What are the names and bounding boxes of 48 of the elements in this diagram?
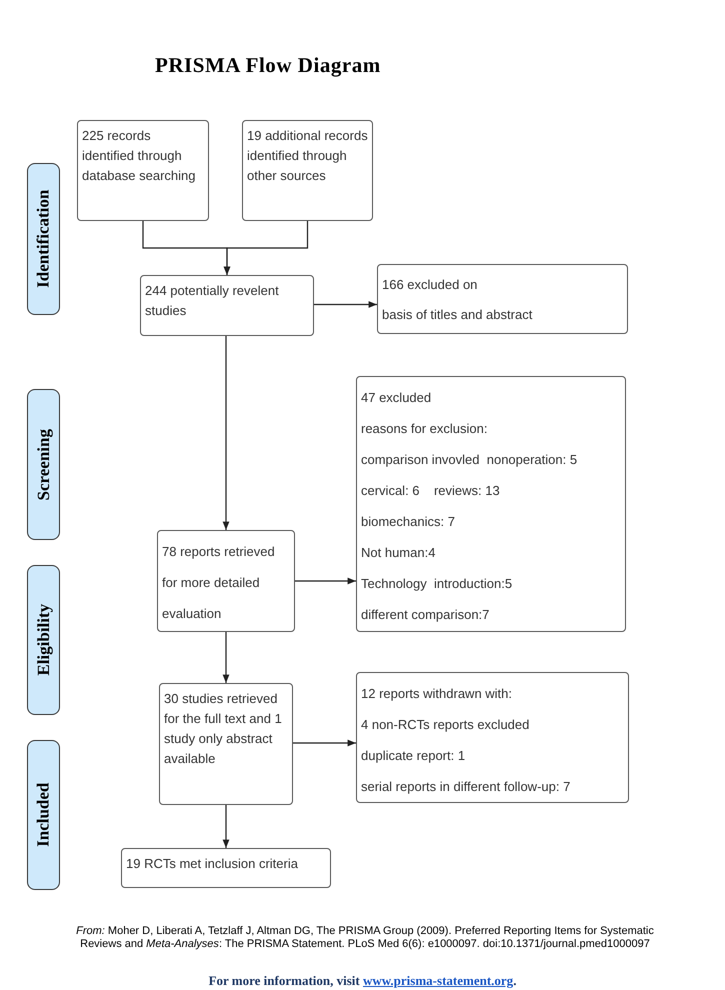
box-text: Technology introduction:5	[361, 575, 514, 593]
box-text: reasons for exclusion:	[361, 420, 488, 438]
phase-band	[27, 565, 60, 715]
arrow	[222, 805, 230, 848]
phase-label: Identification	[32, 190, 54, 288]
phase-label: Included	[32, 782, 54, 848]
process-box	[356, 376, 626, 632]
box-text: 4 non-RCTs reports excluded	[361, 716, 530, 734]
diagram-title: PRISMA Flow Diagram	[155, 52, 381, 79]
box-text: 19 RCTs met inclusion criteria	[126, 855, 299, 873]
box-text: duplicate report: 1	[361, 747, 466, 765]
arrow	[224, 221, 308, 275]
process-box	[121, 848, 331, 888]
box-text: 12 reports withdrawn with:	[361, 685, 514, 703]
arrow	[314, 301, 377, 308]
process-box	[377, 264, 628, 334]
process-box	[157, 530, 295, 632]
phase-band	[27, 163, 60, 315]
phase-label: Screening	[32, 428, 54, 500]
more-info-text: For more information, visit www.prisma-statement.org.	[208, 972, 518, 990]
box-text: different comparison:7	[361, 606, 490, 624]
process-box	[140, 275, 314, 336]
box-text: cervical: 6 reviews: 13	[361, 482, 501, 500]
phase-band	[27, 389, 60, 540]
website-link: www.prisma-statement.org	[362, 973, 514, 988]
box-text: Not human:4	[361, 544, 436, 562]
box-text: comparison invovled nonoperation: 5	[361, 451, 578, 469]
arrow	[222, 336, 230, 530]
phase-band	[27, 740, 60, 890]
box-text: 244 potentially revelent studies	[145, 282, 280, 320]
citation-text: From: Moher D, Liberati A, Tetzlaff J, Altman DG, The PRISMA Group (2009). Preferred Reporting Items for Systematic Reviews and Meta-Analyses: The PRISMA Statement. PLoS Med 6(6): e1000097. doi:10.1371/journal.pmed1000097	[75, 925, 655, 951]
box-text: serial reports in different follow-up: 7	[361, 778, 572, 796]
arrow	[295, 578, 356, 584]
box-text: 47 excluded	[361, 389, 432, 407]
box-text: 166 excluded on	[382, 276, 478, 294]
arrow	[293, 740, 356, 746]
box-text: 225 records identified through database searching	[82, 127, 196, 185]
box-text: 19 additional records identified through other sources	[247, 127, 368, 185]
process-box	[356, 672, 629, 803]
process-box	[242, 120, 373, 221]
phase-label: Eligibility	[32, 604, 54, 676]
box-text: 30 studies retrieved for the full text and 1 study only abstract available	[164, 690, 283, 768]
box-text: basis of titles and abstract	[382, 306, 534, 324]
process-box	[77, 120, 209, 221]
arrow	[222, 632, 230, 683]
box-text: 78 reports retrieved for more detailed evaluation	[162, 543, 276, 623]
box-text: biomechanics: 7	[361, 513, 456, 531]
process-box	[159, 683, 293, 805]
